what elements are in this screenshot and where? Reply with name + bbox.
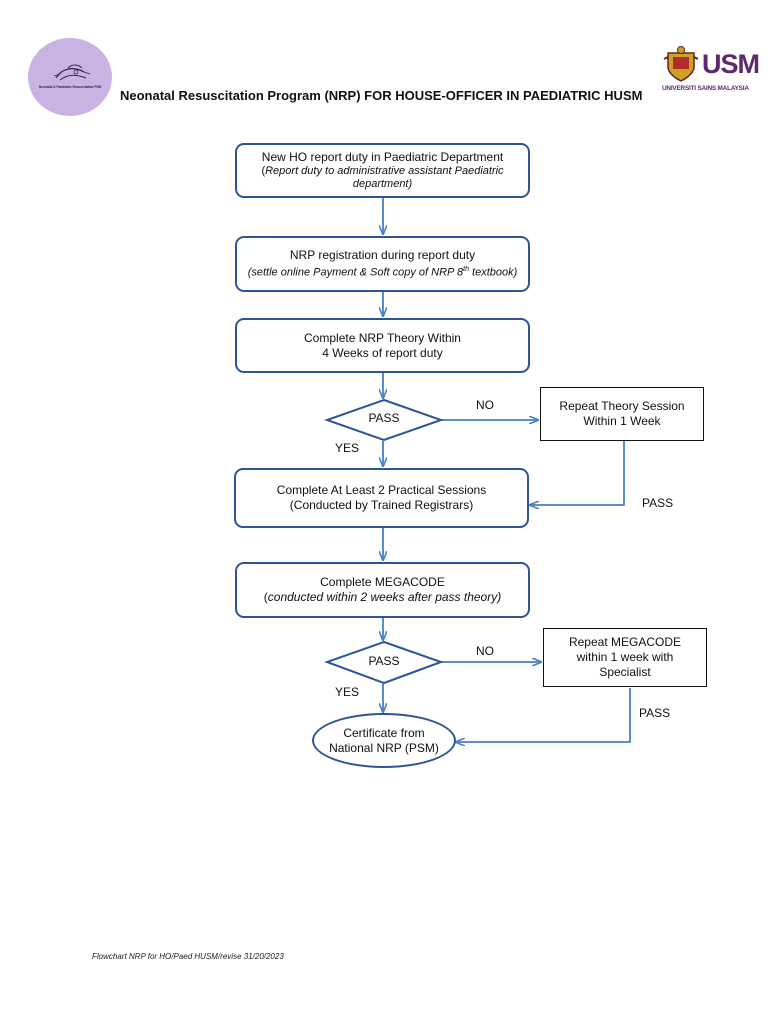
step-theory: Complete NRP Theory Within 4 Weeks of re… xyxy=(235,318,530,373)
repeat-theory-pass-label: PASS xyxy=(642,496,674,510)
decision1-diamond xyxy=(323,398,445,442)
pnn-logo: Neonatal & Paediatric Resuscitation PNN xyxy=(28,38,112,116)
decision1-yes-label: YES xyxy=(335,441,360,455)
step-repeat-megacode-line3: Specialist xyxy=(599,665,651,679)
step-repeat-megacode-line2: within 1 week with xyxy=(576,650,674,664)
arrow-repeat-megacode-pass xyxy=(456,688,631,742)
step-theory-line2: 4 Weeks of report duty xyxy=(322,345,443,360)
step-megacode: Complete MEGACODE (conducted within 2 we… xyxy=(235,562,530,618)
pnn-logo-text: Neonatal & Paediatric Resuscitation PNN xyxy=(38,85,102,89)
footer-revision: Flowchart NRP for HO/Paed HUSM/revise 31… xyxy=(92,952,284,961)
step-megacode-line1: Complete MEGACODE xyxy=(320,575,445,589)
step-theory-line1: Complete NRP Theory Within xyxy=(304,330,461,345)
decision2-label: PASS xyxy=(368,654,400,668)
step-repeat-theory-line1: Repeat Theory Session xyxy=(559,399,685,413)
decision2-diamond xyxy=(324,640,444,685)
step-report-duty-sub-text: Report duty to administrative assistant … xyxy=(265,165,504,190)
step-practical-line2: (Conducted by Trained Registrars) xyxy=(289,498,474,512)
decision2-yes-label: YES xyxy=(335,685,360,699)
page-title: Neonatal Resuscitation Program (NRP) FOR… xyxy=(120,88,643,103)
arrow-repeat-theory-pass xyxy=(530,441,625,505)
step-megacode-line2-text: conducted within 2 weeks after pass theo… xyxy=(267,590,502,604)
decision1-label: PASS xyxy=(368,411,400,425)
step-report-duty-paren: ( xyxy=(261,165,266,177)
usm-logo: USM UNIVERSITI SAINS MALAYSIA xyxy=(662,45,760,95)
step-megacode-line2: (conducted within 2 weeks after pass the… xyxy=(237,590,528,605)
step-report-duty-sub: (Report duty to administrative assistant… xyxy=(237,165,528,191)
step-registration-sub-after: textbook) xyxy=(468,266,518,279)
step-practical-line1: Complete At Least 2 Practical Sessions xyxy=(276,483,487,497)
step-registration-main: NRP registration during report duty xyxy=(289,248,476,263)
step-repeat-megacode: Repeat MEGACODE within 1 week with Speci… xyxy=(543,628,707,687)
step-repeat-theory-line2: Within 1 Week xyxy=(583,414,661,428)
step-certificate: Certificate from National NRP (PSM) xyxy=(312,713,456,768)
step-repeat-theory: Repeat Theory Session Within 1 Week xyxy=(540,387,704,441)
hands-icon xyxy=(53,64,91,81)
step-report-duty-main: New HO report duty in Paediatric Departm… xyxy=(261,150,504,164)
step-registration-sub: (settle online Payment & Soft copy of NR… xyxy=(237,263,528,280)
usm-name: UNIVERSITI SAINS MALAYSIA xyxy=(662,85,749,92)
usm-mark: USM xyxy=(702,49,760,79)
decision2-no-label: NO xyxy=(476,644,494,658)
repeat-megacode-pass-label: PASS xyxy=(639,706,671,720)
step-megacode-paren: ( xyxy=(263,590,268,604)
step-certificate-line1: Certificate from xyxy=(343,725,425,740)
step-certificate-line2: National NRP (PSM) xyxy=(329,740,439,755)
step-registration: NRP registration during report duty (set… xyxy=(235,236,530,292)
step-repeat-megacode-line1: Repeat MEGACODE xyxy=(568,635,682,649)
step-report-duty: New HO report duty in Paediatric Departm… xyxy=(235,143,530,198)
step-registration-sub-sup: th xyxy=(463,266,469,274)
crest-icon xyxy=(663,46,699,82)
step-registration-sub-before: (settle online Payment & Soft copy of NR… xyxy=(247,266,464,279)
decision1-no-label: NO xyxy=(476,398,494,412)
step-practical: Complete At Least 2 Practical Sessions (… xyxy=(234,468,529,528)
